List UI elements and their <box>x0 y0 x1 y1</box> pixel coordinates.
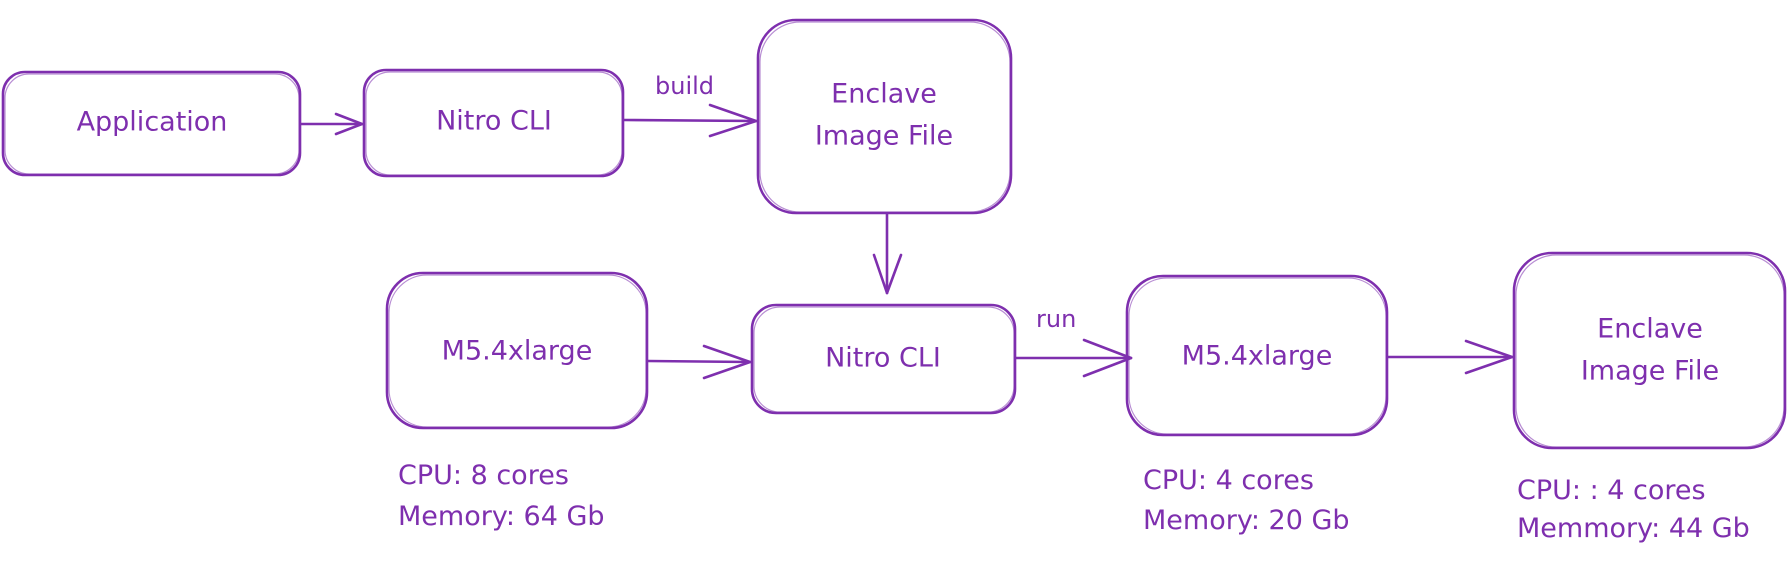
node-enclave-image-file-running[interactable]: Enclave Image File <box>1512 251 1787 450</box>
node-nitro-cli-run-sketch-stroke <box>753 306 1015 413</box>
node-nitro-cli-build[interactable]: Nitro CLI <box>362 68 625 178</box>
node-nitro-cli-run[interactable]: Nitro CLI <box>750 303 1017 415</box>
arrowhead-icon <box>1082 338 1133 378</box>
edge-build[interactable]: build <box>622 72 758 138</box>
node-enclave-image-file-running-sketch-stroke <box>1515 254 1785 448</box>
note-memory: Memmory: 44 Gb <box>1517 513 1750 544</box>
node-application-sketch-stroke <box>4 73 300 175</box>
arrowhead-icon <box>708 103 758 138</box>
node-enclave-instance[interactable]: M5.4xlarge <box>1125 274 1389 437</box>
node-enclave-image-file-running-label-line1: Enclave <box>1597 314 1703 345</box>
note-enclave-instance-specs: CPU: 4 cores Memory: 20 Gb <box>1143 465 1350 536</box>
node-enclave-image-file-built[interactable]: Enclave Image File <box>756 18 1013 215</box>
note-cpu: CPU: 4 cores <box>1143 465 1314 496</box>
edge-enclave-instance-to-image[interactable] <box>1386 339 1514 375</box>
node-enclave-instance-label: M5.4xlarge <box>1182 341 1333 372</box>
arrowhead-icon <box>872 253 903 295</box>
edge-image-to-nitro-cli-run[interactable] <box>872 212 903 295</box>
node-application-label: Application <box>77 107 228 138</box>
note-enclave-image-specs: CPU: : 4 cores Memmory: 44 Gb <box>1517 475 1750 544</box>
node-enclave-image-file-built-label-line1: Enclave <box>831 79 937 110</box>
note-memory: Memory: 20 Gb <box>1143 505 1350 536</box>
node-parent-instance[interactable]: M5.4xlarge <box>385 271 649 430</box>
note-cpu: CPU: : 4 cores <box>1517 475 1706 506</box>
edge-run[interactable]: run <box>1014 305 1133 378</box>
node-enclave-image-file-running-shape <box>1512 251 1787 450</box>
node-parent-instance-shape <box>385 271 649 430</box>
node-nitro-cli-build-sketch-stroke <box>365 71 623 176</box>
node-nitro-cli-build-label: Nitro CLI <box>436 106 552 137</box>
edge-build-label: build <box>655 72 714 100</box>
node-enclave-image-file-running-label-line2: Image File <box>1581 356 1719 387</box>
edge-line <box>646 359 752 364</box>
node-nitro-cli-run-shape <box>750 303 1017 415</box>
edge-application-to-nitro-cli[interactable] <box>299 112 364 136</box>
note-parent-instance-specs: CPU: 8 cores Memory: 64 Gb <box>398 460 605 532</box>
node-enclave-image-file-built-label-line2: Image File <box>815 121 953 152</box>
edge-line <box>622 118 758 123</box>
node-parent-instance-label: M5.4xlarge <box>442 336 593 367</box>
node-application[interactable]: Application <box>1 70 302 177</box>
note-memory: Memory: 64 Gb <box>398 501 605 532</box>
node-parent-instance-sketch-stroke <box>388 274 647 428</box>
node-nitro-cli-run-label: Nitro CLI <box>825 343 941 374</box>
node-enclave-image-file-built-sketch-stroke <box>759 21 1011 213</box>
node-enclave-image-file-built-shape <box>756 18 1013 215</box>
arrowhead-icon <box>334 112 364 136</box>
edge-parent-to-nitro-cli-run[interactable] <box>646 344 752 380</box>
edge-run-label: run <box>1036 305 1076 333</box>
note-cpu: CPU: 8 cores <box>398 460 569 491</box>
node-nitro-cli-build-shape <box>362 68 625 178</box>
arrowhead-icon <box>1464 339 1514 375</box>
arrowhead-icon <box>702 344 752 380</box>
